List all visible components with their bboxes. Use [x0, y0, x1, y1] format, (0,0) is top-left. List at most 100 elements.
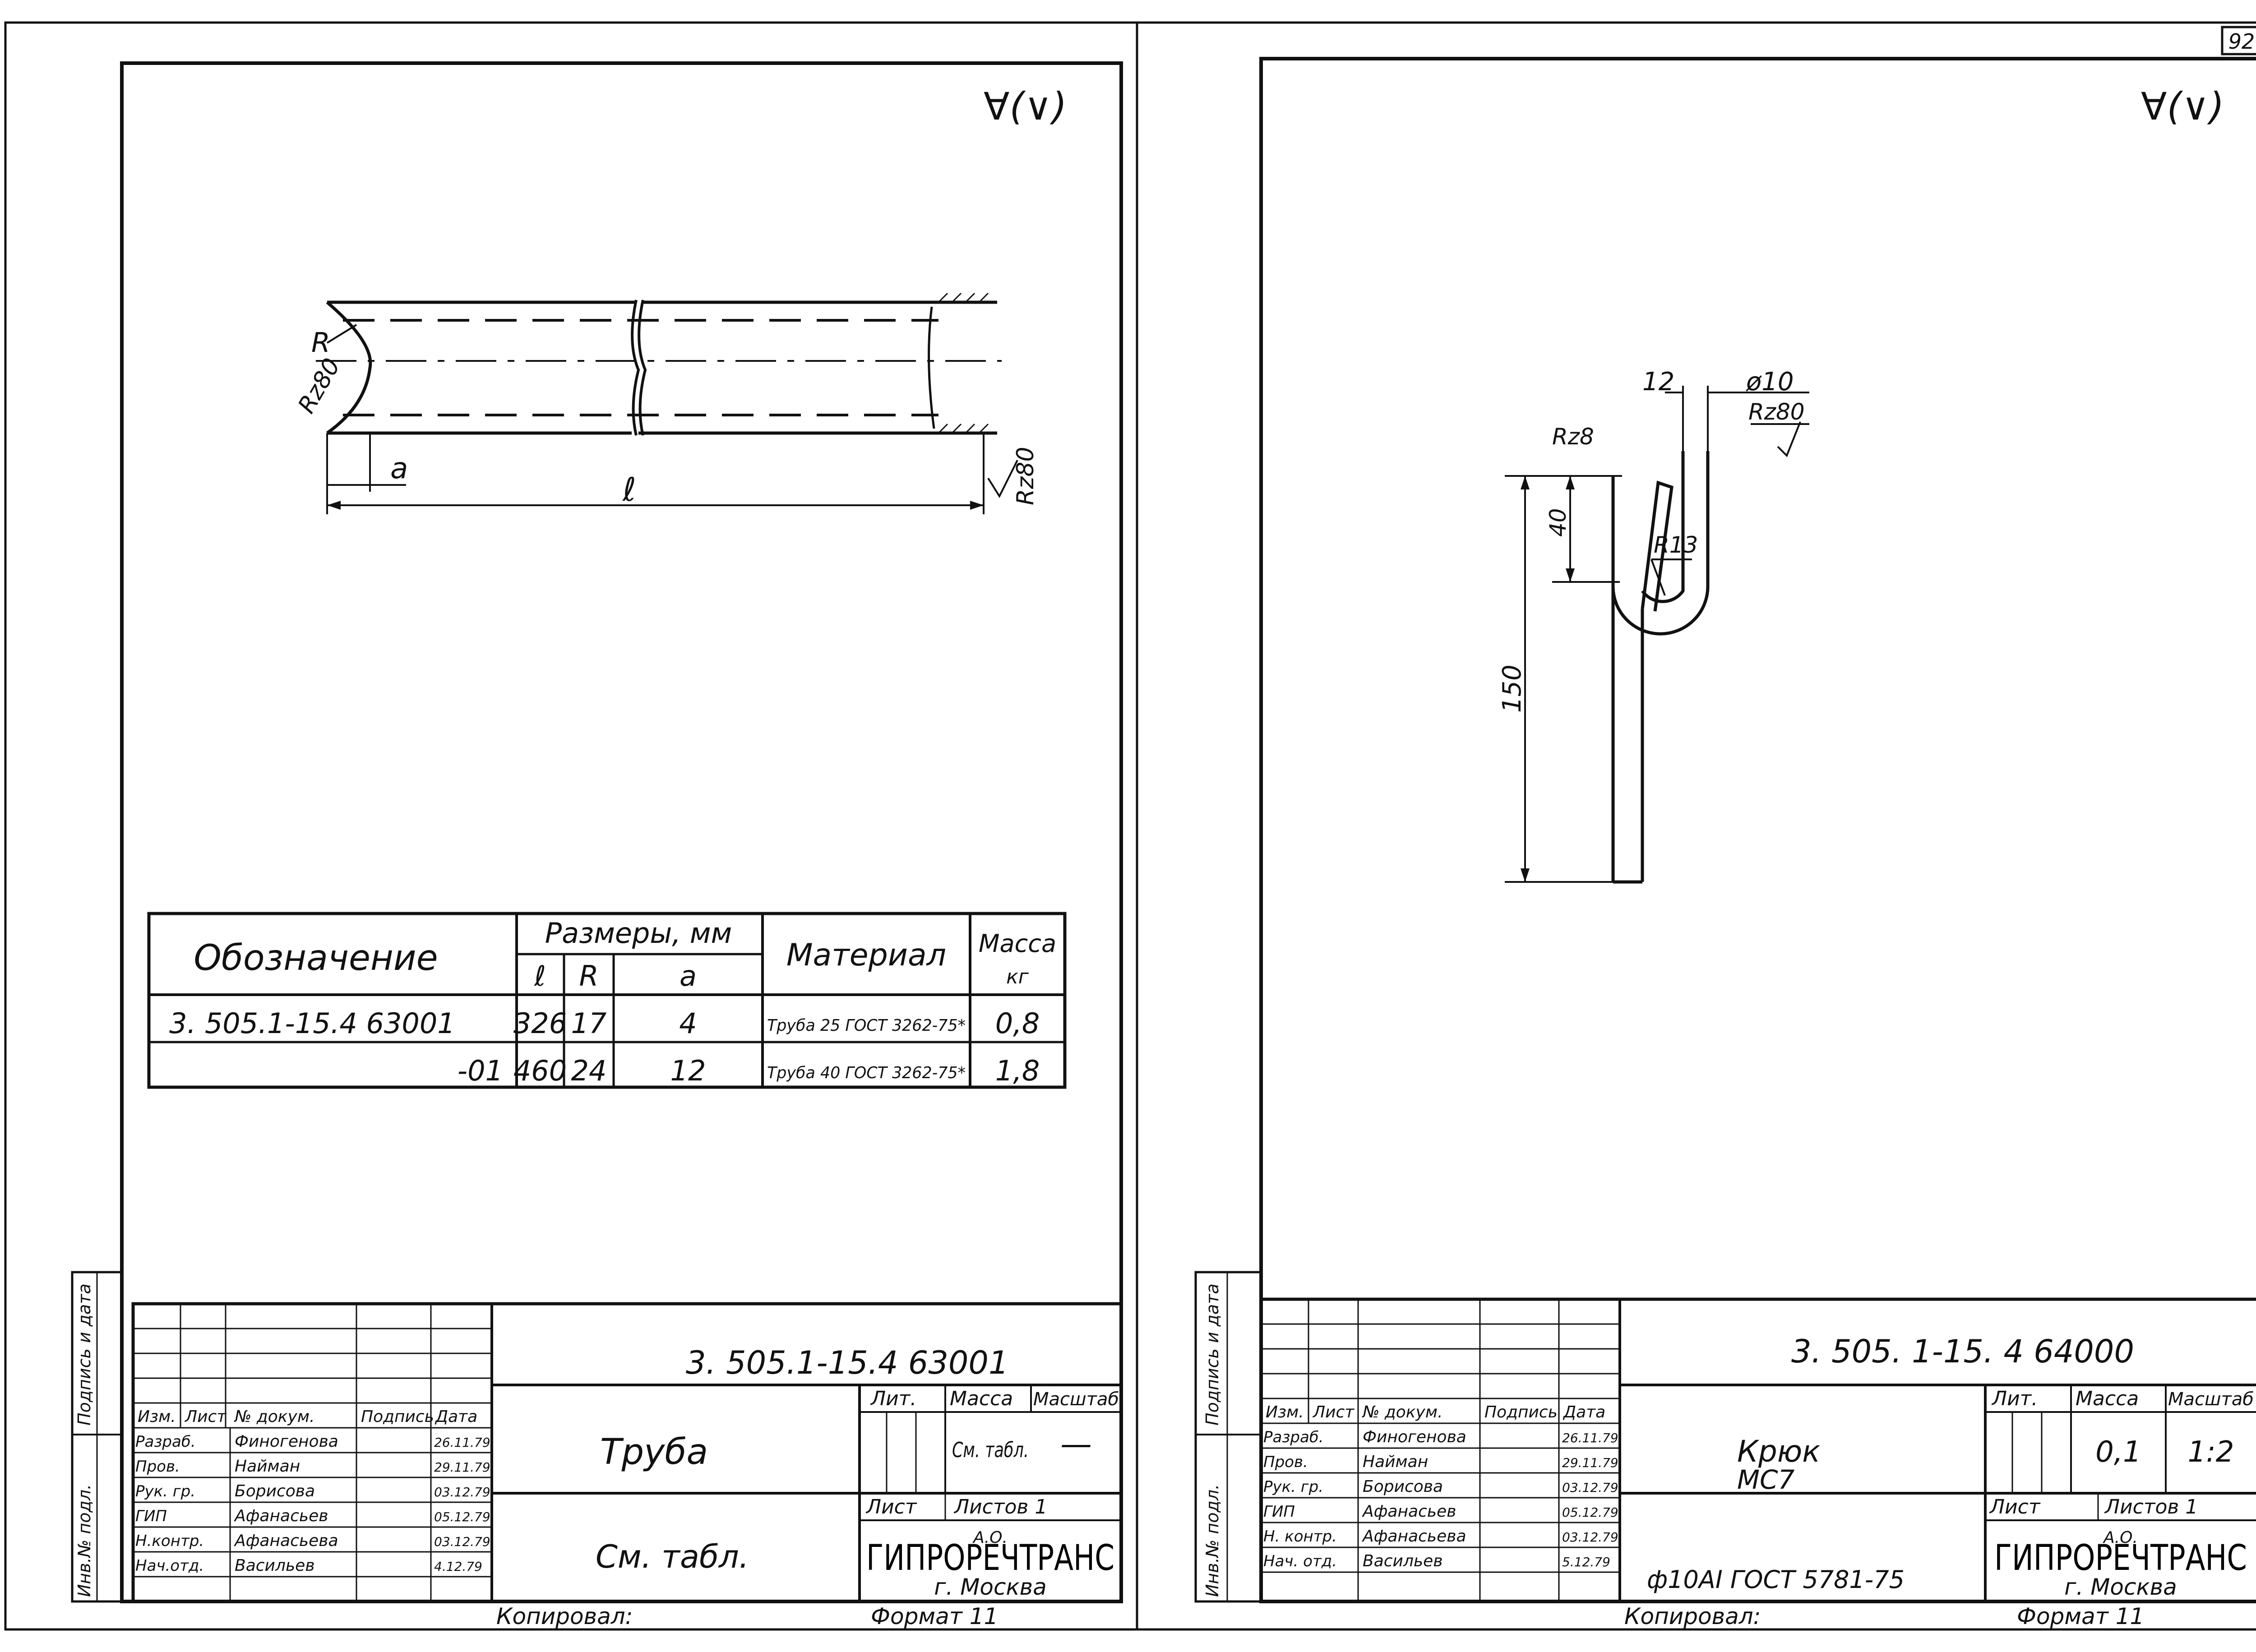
- row2-l: 460: [513, 1054, 567, 1087]
- mass-value: См. табл.: [952, 1438, 1029, 1462]
- r-person3-role: Рук. гр.: [1263, 1478, 1323, 1496]
- r-hdr-scale: Масштаб: [2168, 1389, 2254, 1410]
- hook-drawing: 12 ø10 Rz80 Rz8 40 R13 150: [1498, 367, 1809, 884]
- hdr-sign: Подпись: [361, 1407, 434, 1426]
- hdr-rev: Изм.: [138, 1407, 176, 1426]
- th-mass-unit: кг: [1006, 965, 1029, 988]
- hdr-lists: Листов 1: [953, 1495, 1047, 1518]
- r-hdr-docno: № докум.: [1362, 1403, 1442, 1421]
- r-part-subtitle: МС7: [1737, 1464, 1795, 1495]
- r-hdr-date: Дата: [1563, 1403, 1605, 1421]
- right-vertical-inv: Инв.№ подл.: [1202, 1484, 1222, 1597]
- scale-value: —: [1060, 1426, 1092, 1463]
- roughness-mark: ∀(∨): [984, 84, 1067, 129]
- th-designation: Обозначение: [194, 938, 438, 978]
- roughness-mark-right: ∀(∨): [2141, 84, 2224, 129]
- r-person5-role: Н. контр.: [1263, 1527, 1337, 1546]
- th-r: R: [579, 960, 598, 992]
- label-phi10: ø10: [1746, 367, 1794, 397]
- right-vertical-sign-date: Подпись и дата: [1202, 1283, 1222, 1426]
- r-hdr-lit: Лит.: [1991, 1387, 2038, 1410]
- row1-r: 17: [571, 1007, 607, 1040]
- right-side-stamp: Подпись и дата Инв.№ подл.: [1194, 1271, 1262, 1603]
- person1-role: Разраб.: [135, 1433, 196, 1451]
- org-prefix: А.О.: [972, 1528, 1008, 1547]
- copied-label: Копировал:: [496, 1603, 633, 1629]
- label-a: a: [390, 452, 408, 485]
- person3-role: Рук. гр.: [135, 1482, 195, 1500]
- label-rz80-end: Rz80: [1012, 447, 1039, 505]
- left-title-block: Изм. Лист № докум. Подпись Дата Разраб. …: [131, 1302, 1123, 1603]
- label-l: ℓ: [622, 471, 636, 508]
- label-rz80: Rz80: [1748, 399, 1805, 425]
- r-person5-name: Афанасьева: [1362, 1527, 1466, 1546]
- th-mass: Масса: [979, 929, 1056, 958]
- spec-table: Обозначение Размеры, мм ℓ R a Материал М…: [147, 912, 1067, 1089]
- r-org-prefix: А.О.: [2103, 1528, 2138, 1547]
- part-title: Труба: [600, 1432, 708, 1472]
- r-doc-number: 3. 505. 1-15. 4 64000: [1791, 1333, 2134, 1370]
- r-format-label: Формат 11: [2017, 1603, 2144, 1629]
- r-person3-name: Борисова: [1363, 1477, 1443, 1496]
- r-person1-role: Разраб.: [1263, 1428, 1324, 1446]
- row1-material: Труба 25 ГОСТ 3262-75*: [767, 1016, 966, 1035]
- person1-name: Финогенова: [235, 1432, 338, 1451]
- r-part-title: Крюк: [1737, 1434, 1820, 1469]
- person5-date: 03.12.79: [434, 1534, 490, 1549]
- label-rz80-inner: Rz80: [293, 354, 346, 418]
- row2-material: Труба 40 ГОСТ 3262-75*: [767, 1064, 966, 1082]
- hdr-docno: № докум.: [234, 1407, 314, 1426]
- r-person4-role: ГИП: [1263, 1503, 1295, 1521]
- person5-role: Н.контр.: [135, 1532, 204, 1550]
- person1-date: 26.11.79: [434, 1435, 490, 1450]
- label-12: 12: [1642, 367, 1674, 397]
- row2-designation: -01: [458, 1054, 503, 1087]
- person4-name: Афанасьев: [234, 1507, 328, 1525]
- doc-number: 3. 505.1-15.4 63001: [686, 1344, 1008, 1381]
- r-person6-date: 5.12.79: [1562, 1555, 1610, 1569]
- r-person2-date: 29.11.79: [1562, 1455, 1618, 1470]
- th-material: Материал: [786, 937, 946, 973]
- person2-date: 29.11.79: [434, 1460, 490, 1475]
- r-hdr-lists: Листов 1: [2104, 1495, 2198, 1518]
- label-r13: R13: [1654, 532, 1698, 558]
- person5-name: Афанасьева: [234, 1532, 338, 1550]
- r-hdr-rev: Изм.: [1266, 1403, 1304, 1421]
- left-sheet: ∀(∨) R: [71, 61, 1123, 1629]
- label-rz8: Rz8: [1552, 424, 1594, 450]
- hdr-mass: Масса: [950, 1387, 1013, 1410]
- row1-mass: 0,8: [995, 1007, 1040, 1040]
- person3-name: Борисова: [235, 1482, 315, 1500]
- right-title-block: Изм. Лист № докум. Подпись Дата Разраб. …: [1259, 1297, 2256, 1603]
- r-hdr-sign: Подпись: [1484, 1403, 1558, 1421]
- r-person4-name: Афанасьев: [1362, 1502, 1456, 1521]
- part-material: См. табл.: [596, 1538, 749, 1575]
- r-scale-value: 1:2: [2188, 1435, 2234, 1469]
- person2-name: Найман: [235, 1457, 300, 1476]
- person4-date: 05.12.79: [434, 1509, 490, 1524]
- r-part-material: ф10АI ГОСТ 5781-75: [1647, 1565, 1905, 1594]
- city: г. Москва: [934, 1574, 1047, 1600]
- person3-date: 03.12.79: [434, 1485, 490, 1500]
- person6-role: Нач.отд.: [135, 1557, 204, 1575]
- th-dimensions: Размеры, мм: [545, 917, 732, 950]
- r-hdr-mass: Масса: [2076, 1387, 2139, 1410]
- left-vertical-inv: Инв.№ подл.: [74, 1484, 94, 1597]
- person4-role: ГИП: [135, 1507, 167, 1525]
- r-organization: ГИПРОРЕЧТРАНС: [1994, 1538, 2247, 1578]
- hdr-list: Лист: [865, 1495, 917, 1518]
- row1-designation: 3. 505.1-15.4 63001: [169, 1007, 455, 1040]
- r-person5-date: 03.12.79: [1562, 1530, 1618, 1545]
- pipe-drawing: R Rz80 a ℓ Rz80: [293, 292, 1039, 514]
- r-city: г. Москва: [2064, 1574, 2177, 1600]
- format-label: Формат 11: [871, 1603, 998, 1629]
- person2-role: Пров.: [135, 1458, 180, 1476]
- r-person2-name: Найман: [1363, 1453, 1428, 1471]
- hdr-scale: Масштаб: [1033, 1389, 1119, 1410]
- row2-mass: 1,8: [995, 1054, 1040, 1087]
- r-person4-date: 05.12.79: [1562, 1505, 1618, 1520]
- th-l: ℓ: [534, 960, 546, 992]
- r-person6-role: Нач. отд.: [1263, 1552, 1337, 1570]
- label-40: 40: [1545, 508, 1571, 537]
